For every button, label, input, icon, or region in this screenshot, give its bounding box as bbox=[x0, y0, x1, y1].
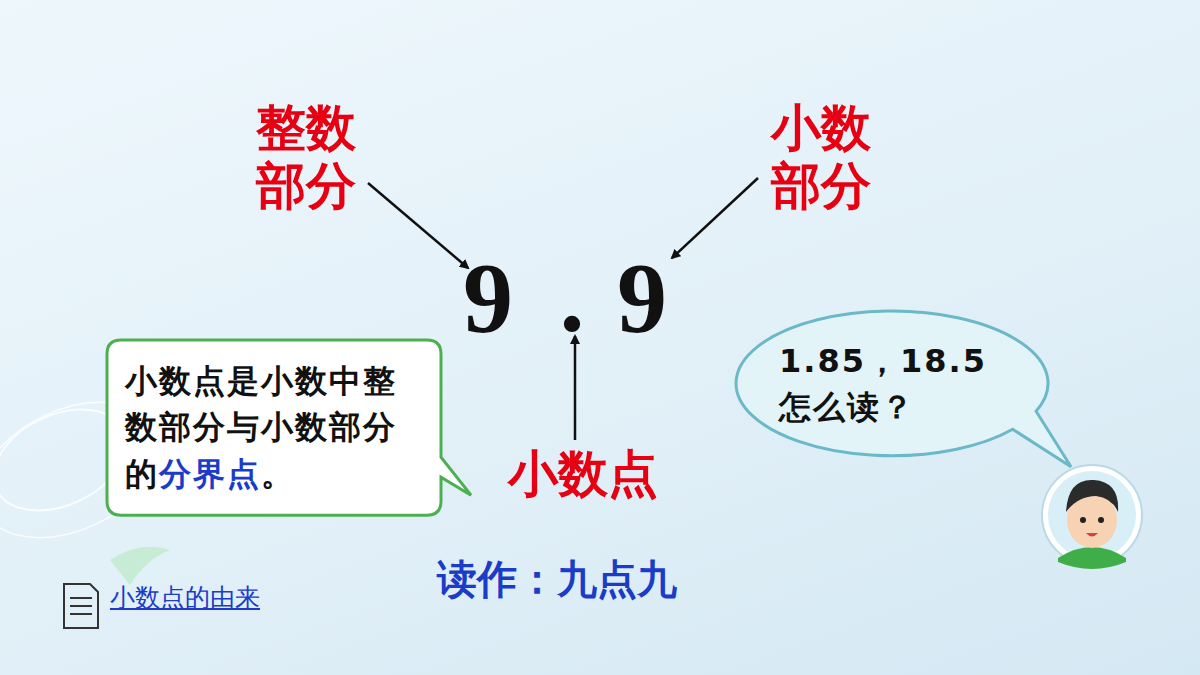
bubble-outline bbox=[735, 312, 1047, 457]
decimal-point: . bbox=[552, 240, 592, 355]
text-holder: 小数点是小数中整数部分与小数部分的分界点。 bbox=[125, 358, 423, 497]
callout-text: 。 bbox=[261, 455, 295, 493]
boy-avatar bbox=[1042, 465, 1142, 569]
outline-path bbox=[107, 340, 471, 515]
outline-path bbox=[736, 311, 1071, 467]
digit: 9 bbox=[602, 240, 682, 355]
link-text: 小数点的由来 bbox=[110, 584, 340, 613]
callout-text: 分界点 bbox=[159, 455, 261, 493]
part-label: 整数部分 bbox=[256, 100, 364, 215]
document-icon bbox=[64, 584, 98, 628]
callout-box: 小数点是小数中整数部分与小数部分的分界点。 bbox=[107, 340, 441, 515]
text-holder: 1.85，18.5 怎么读？ bbox=[779, 338, 1003, 431]
point-label: 小数点 bbox=[498, 446, 668, 504]
callout-text: 1.85，18.5 怎么读？ bbox=[779, 342, 987, 426]
part-label: 小数部分 bbox=[771, 100, 879, 215]
digit: 9 bbox=[448, 240, 528, 355]
leader-arrow bbox=[672, 178, 758, 258]
speech-bubble: 1.85，18.5 怎么读？ bbox=[735, 312, 1047, 457]
leader-arrow bbox=[368, 183, 468, 268]
reading-text: 读作：九点九 bbox=[392, 556, 722, 602]
